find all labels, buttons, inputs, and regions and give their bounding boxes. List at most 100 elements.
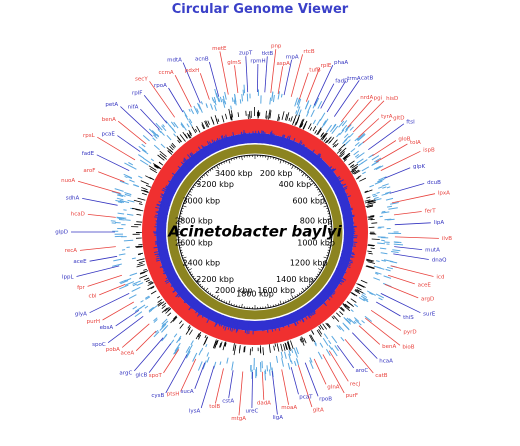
gene-label: tyrA — [381, 114, 393, 120]
tick-mark — [233, 304, 235, 307]
blast-hit — [319, 112, 326, 121]
blast-hit — [340, 336, 345, 342]
cds-mark — [356, 289, 364, 294]
blast-hit — [374, 180, 383, 185]
gene-label: ilvB — [442, 236, 452, 242]
cds-mark — [283, 344, 286, 351]
cds-mark — [137, 197, 146, 201]
gene-label: mutA — [425, 247, 440, 253]
blast-hit — [119, 284, 129, 290]
gene-label: tktB — [262, 51, 273, 57]
reverse-bar — [308, 302, 316, 313]
tick-mark — [201, 176, 204, 179]
tick-mark — [191, 188, 193, 191]
cds-mark — [140, 270, 149, 274]
blast-hit — [173, 333, 178, 338]
cds-mark — [354, 170, 361, 175]
cds-mark — [229, 116, 232, 120]
gene-label-line — [340, 99, 359, 122]
gene-label-line — [372, 140, 397, 157]
blast-hit — [291, 348, 294, 354]
blast-hit — [341, 124, 348, 132]
cds-mark — [262, 347, 264, 356]
gene-label-line — [380, 293, 421, 314]
reverse-bar — [296, 310, 305, 323]
blast-hit — [342, 322, 350, 330]
reverse-bar — [306, 149, 315, 161]
blast-hit — [190, 340, 194, 346]
reverse-bar — [341, 253, 353, 257]
tick-mark — [205, 287, 209, 292]
cds-mark — [284, 342, 288, 350]
gene-label: glpD — [55, 230, 68, 236]
cds-mark — [355, 177, 360, 180]
tick-mark — [201, 285, 204, 288]
tick-mark — [291, 165, 294, 169]
cds-mark — [336, 312, 341, 318]
reverse-bar — [161, 194, 173, 200]
gene-label: surE — [423, 312, 436, 318]
blast-hit — [180, 123, 185, 128]
cds-mark — [325, 322, 329, 327]
blast-hit — [378, 176, 387, 181]
blast-hit — [178, 337, 182, 342]
reverse-bar — [324, 168, 337, 178]
gene-label-line — [333, 80, 360, 117]
blast-hit — [124, 193, 132, 197]
blast-hit — [356, 152, 365, 159]
blast-hit — [277, 91, 280, 100]
blast-hit — [161, 323, 165, 327]
kbp-ticks — [177, 154, 333, 310]
cds-mark — [146, 277, 150, 280]
cds-mark — [351, 170, 355, 173]
gene-label: fadE — [82, 151, 95, 157]
blast-hit — [196, 108, 199, 113]
cds-mark — [145, 279, 151, 283]
blast-hit — [353, 150, 360, 156]
cds-mark — [136, 258, 145, 261]
reverse-bar — [182, 160, 193, 170]
gene-label-line — [96, 154, 130, 171]
reverse-bar — [202, 146, 210, 157]
gene-label: glmS — [227, 60, 241, 66]
gene-label-line — [117, 120, 147, 145]
reverse-bar — [224, 316, 230, 331]
blast-hit — [290, 360, 293, 365]
reverse-bar — [341, 208, 354, 213]
cds-mark — [356, 286, 362, 291]
blast-hit — [356, 132, 365, 141]
blast-hit — [219, 96, 223, 103]
blast-hit — [330, 124, 336, 133]
gene-label-line — [168, 87, 184, 113]
gene-label-line — [297, 364, 313, 408]
tick-mark — [179, 218, 184, 220]
gene-label: acnB — [195, 57, 209, 63]
cds-mark — [339, 147, 347, 154]
reverse-bar — [158, 205, 170, 209]
blast-hit — [358, 143, 362, 146]
reverse-bar — [280, 317, 285, 328]
tick-mark — [233, 157, 235, 160]
reverse-bar — [295, 141, 303, 154]
reverse-bar — [335, 267, 347, 274]
tick-mark — [318, 190, 321, 193]
gene-label: aroF — [83, 168, 95, 174]
blast-hit — [334, 345, 340, 352]
tick-mark — [188, 193, 192, 196]
cds-mark — [367, 244, 375, 247]
gene-label-line — [358, 325, 381, 345]
tick-mark — [301, 287, 305, 292]
blast-hit — [155, 122, 163, 131]
blast-hit — [127, 176, 133, 179]
blast-hit — [269, 97, 272, 105]
blast-hit — [116, 216, 127, 219]
blast-hit — [385, 191, 392, 194]
blast-hit — [132, 280, 141, 285]
gene-label-line — [322, 354, 345, 394]
reverse-bar — [174, 283, 183, 291]
blast-hit — [184, 114, 189, 121]
blast-hit — [322, 337, 329, 346]
cds-mark — [201, 122, 206, 129]
gene-label-line — [370, 309, 402, 331]
cds-mark — [280, 343, 283, 352]
